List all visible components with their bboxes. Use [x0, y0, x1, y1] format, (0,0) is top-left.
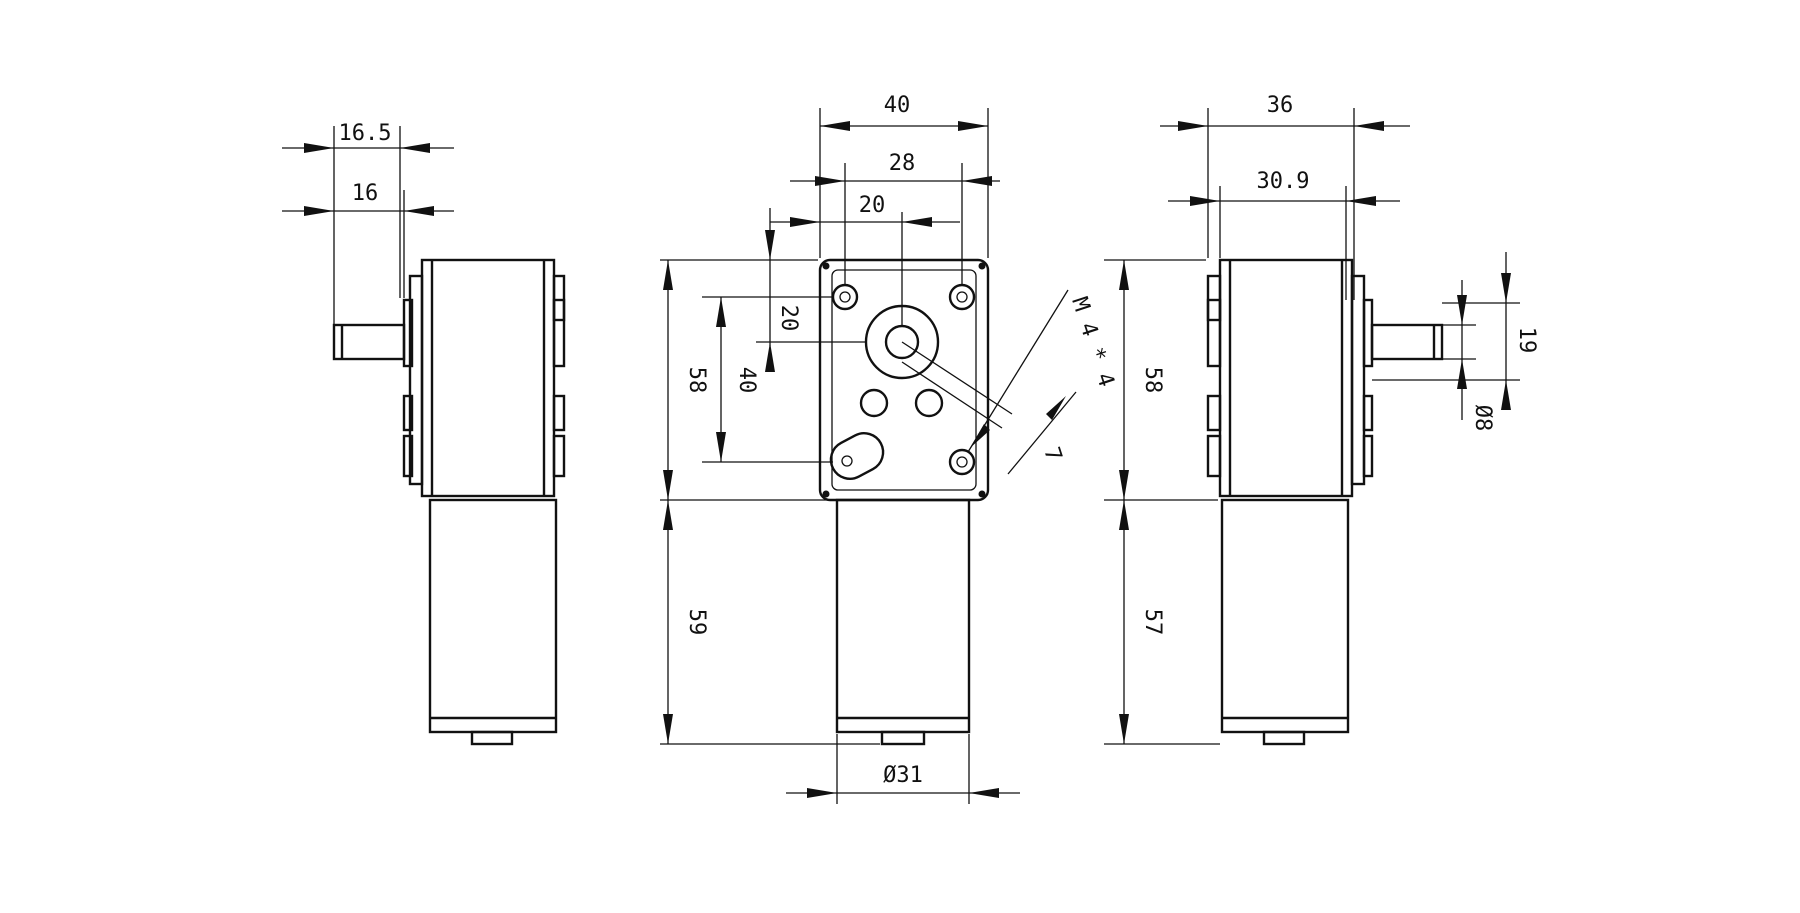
dim-width: 40: [884, 93, 911, 118]
left-side-view: 16.5 16: [282, 121, 566, 746]
slot-hole: [829, 432, 885, 480]
mount-hole-top-right: [948, 283, 976, 311]
dim-right-depth-inner: 30.9: [1257, 169, 1310, 194]
right-gearbox-body: [1218, 258, 1354, 498]
left-gearbox-flange: [408, 274, 424, 486]
front-view: 40 28 20 20 40 58 59: [660, 93, 1119, 804]
left-motor-terminal: [470, 730, 514, 746]
dim-gearbox-height: 58: [684, 367, 709, 394]
dim-shaft-length: 16: [352, 181, 379, 206]
right-side-view: 36 30.9 58 57 19 Ø8: [1104, 93, 1539, 746]
dim-mount-spacing-vertical: 40: [734, 367, 759, 394]
left-side-boss-right: [552, 298, 566, 368]
right-gearbox-flange: [1350, 274, 1366, 486]
dim-overall-depth: 16.5: [339, 121, 392, 146]
front-motor-terminal: [880, 730, 926, 746]
dim-shaft-diameter: Ø8: [1470, 405, 1495, 432]
right-motor-can: [1220, 498, 1350, 734]
left-output-shaft: [332, 323, 406, 361]
front-gearbox-face: [818, 258, 990, 502]
dim-right-depth: 36: [1267, 93, 1294, 118]
dim-right-motor-length: 57: [1140, 609, 1165, 636]
right-motor-terminal: [1262, 730, 1306, 746]
front-motor-can: [835, 498, 971, 734]
dim-shaft-offset-y: 20: [776, 305, 801, 332]
dim-thread-depth: 7: [1038, 444, 1066, 464]
thread-callout: M 4 * 4: [1066, 294, 1118, 390]
dim-motor-length: 59: [684, 609, 709, 636]
dim-right-gearbox-height: 58: [1140, 367, 1165, 394]
left-motor-can: [428, 498, 558, 734]
dim-shaft-extension: 19: [1514, 327, 1539, 354]
screw-hole-left: [859, 388, 889, 418]
dim-mount-spacing: 28: [889, 151, 916, 176]
right-output-shaft: [1370, 323, 1444, 361]
dim-motor-diameter: Ø31: [883, 763, 923, 788]
left-gearbox-body: [420, 258, 556, 498]
screw-hole-right: [914, 388, 944, 418]
mount-hole-top-left: [831, 283, 859, 311]
mount-hole-bottom-right: [948, 448, 976, 476]
dim-shaft-offset-x: 20: [859, 193, 886, 218]
